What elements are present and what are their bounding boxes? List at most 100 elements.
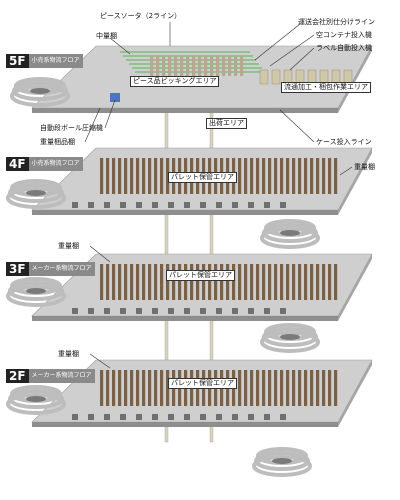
dock-door-3f <box>200 308 206 314</box>
floor-name: メーカー系物流フロア <box>28 369 95 383</box>
rack-2f <box>106 370 110 406</box>
rack-4f <box>274 158 278 194</box>
rack-3f <box>136 264 140 300</box>
rack-3f <box>226 264 230 300</box>
spiral-ramp-core-2f-left <box>26 396 46 402</box>
rack-4f <box>244 158 248 194</box>
rack-4f <box>250 158 254 194</box>
dock-door-3f <box>104 308 110 314</box>
spiral-ramp-3f-left <box>8 281 64 301</box>
label-heavy-shelf-3f: 重量棚 <box>58 242 79 250</box>
rack-3f <box>124 264 128 300</box>
spiral-ramp-core-3f-left <box>26 288 46 294</box>
spiral-ramp-2f-left <box>8 389 64 409</box>
rack-3f <box>130 264 134 300</box>
rack-4f <box>238 158 242 194</box>
rack-3f <box>154 264 158 300</box>
rack-3f <box>196 264 200 300</box>
dock-door-2f <box>200 414 206 420</box>
dock-door-4f <box>248 202 254 208</box>
dock-door-2f <box>168 414 174 420</box>
dock-door-3f <box>216 308 222 314</box>
rack-5f <box>210 56 214 76</box>
rack-2f <box>334 370 338 406</box>
rack-3f <box>292 264 296 300</box>
rack-2f <box>130 370 134 406</box>
floor-slab-edge-5f <box>32 108 338 113</box>
rack-4f <box>124 158 128 194</box>
rack-3f <box>274 264 278 300</box>
rack-3f <box>106 264 110 300</box>
callout-leader-line <box>289 47 315 71</box>
rack-3f <box>238 264 242 300</box>
rack-5f <box>204 56 208 76</box>
label-mezzanine-shelf: 中量棚 <box>96 32 117 40</box>
label-processing-packing-area: 流通加工・梱包作業エリア <box>281 82 371 93</box>
rack-2f <box>238 370 242 406</box>
callout-leader-line <box>339 166 353 176</box>
spiral-ramp-4f-left <box>8 183 64 203</box>
rack-2f <box>280 370 284 406</box>
dock-door-3f <box>72 308 78 314</box>
spiral-ramp-2f-right <box>252 455 312 477</box>
floor-slab-side-5f <box>338 46 372 113</box>
rack-5f <box>216 56 220 76</box>
dock-door-4f <box>280 202 286 208</box>
rack-2f <box>286 370 290 406</box>
floor-slab-edge-2f <box>32 422 338 427</box>
dock-door-4f <box>120 202 126 208</box>
spiral-ramp-5f-left <box>12 81 68 101</box>
rack-5f <box>150 56 154 76</box>
rack-4f <box>118 158 122 194</box>
rack-2f <box>328 370 332 406</box>
callout-leader-line <box>109 37 131 55</box>
rack-3f <box>142 264 146 300</box>
rack-2f <box>112 370 116 406</box>
rack-4f <box>310 158 314 194</box>
floor-number: 3F <box>6 262 29 276</box>
rack-3f <box>184 264 188 300</box>
dock-door-3f <box>264 308 270 314</box>
callout-leader-line <box>104 99 116 129</box>
label-heavy-shelf-2f: 重量棚 <box>58 350 79 358</box>
spiral-ramp-3f-right <box>262 327 318 347</box>
floor-name: 小売系物流フロア <box>28 54 83 68</box>
dock-door-2f <box>280 414 286 420</box>
rack-4f <box>322 158 326 194</box>
spiral-ramp-4f-right <box>262 223 318 243</box>
rack-3f <box>286 264 290 300</box>
rack-5f <box>234 56 238 76</box>
rack-3f <box>178 264 182 300</box>
rack-3f <box>298 264 302 300</box>
floor-slab-edge-3f <box>32 316 338 321</box>
spiral-ramp-3f-left <box>6 285 66 307</box>
rack-4f <box>298 158 302 194</box>
rack-5f <box>228 56 232 76</box>
label-label-auto-feeder: ラベル自動投入機 <box>316 44 372 52</box>
label-auto-box-press: 自動段ボール圧縮機 <box>40 124 103 132</box>
rack-4f <box>112 158 116 194</box>
rack-3f <box>268 264 272 300</box>
rack-4f <box>154 158 158 194</box>
rack-3f <box>232 264 236 300</box>
rack-5f <box>174 56 178 76</box>
label-piece-sorter: ピースソータ（2ライン） <box>100 12 182 20</box>
dock-door-3f <box>184 308 190 314</box>
rack-3f <box>244 264 248 300</box>
rack-2f <box>250 370 254 406</box>
rack-4f <box>166 158 170 194</box>
dock-door-2f <box>248 414 254 420</box>
auto-box-press-unit <box>110 93 120 102</box>
rack-2f <box>274 370 278 406</box>
rack-5f <box>240 56 244 76</box>
dock-door-2f <box>232 414 238 420</box>
rack-3f <box>322 264 326 300</box>
rack-5f <box>186 56 190 76</box>
dock-door-4f <box>184 202 190 208</box>
rack-4f <box>328 158 332 194</box>
spiral-ramp-4f-left <box>6 187 66 209</box>
dock-door-2f <box>216 414 222 420</box>
floor-name: 小売系物流フロア <box>28 157 83 171</box>
rack-4f <box>280 158 284 194</box>
rack-3f <box>250 264 254 300</box>
